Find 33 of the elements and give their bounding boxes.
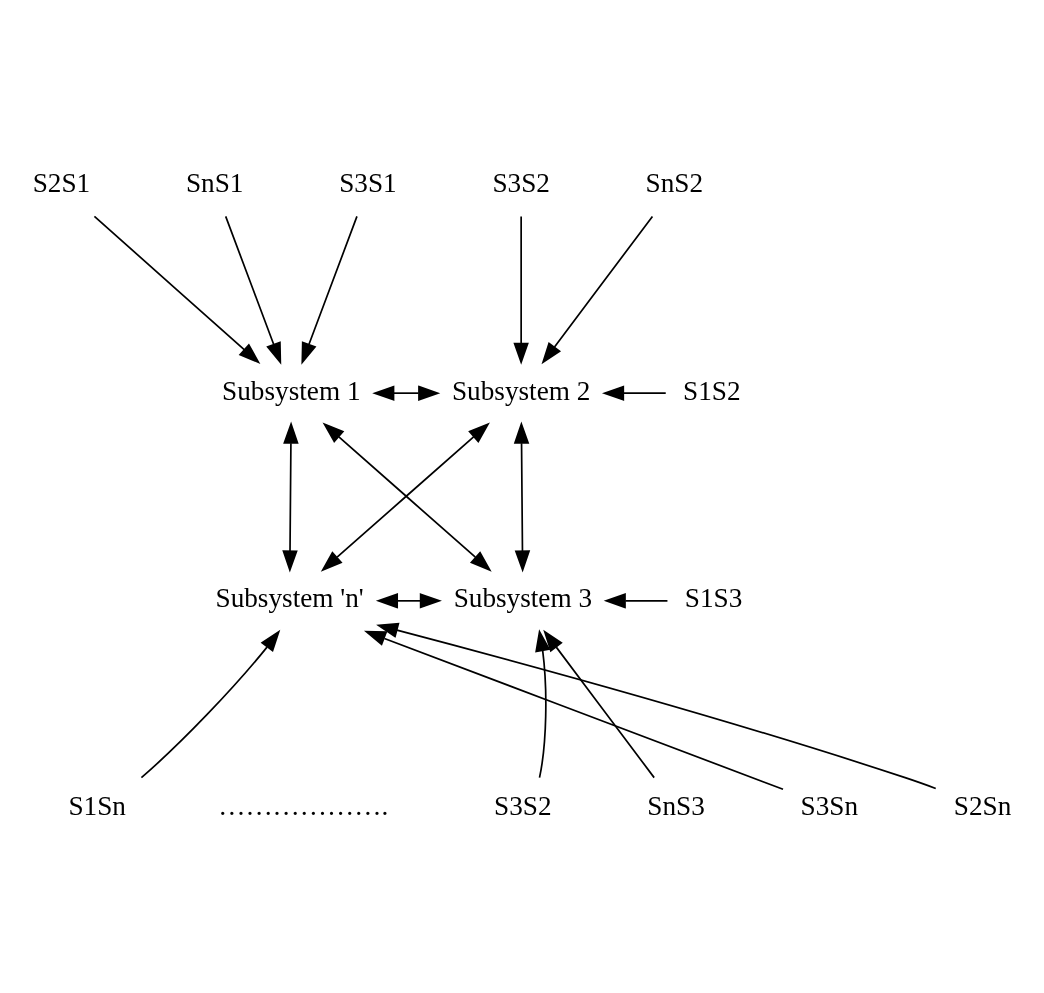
arrow — [224, 215, 282, 365]
arrow — [541, 215, 654, 364]
node-text: SnS3 — [647, 790, 705, 821]
node-text: Subsystem 3 — [453, 582, 593, 613]
arrow — [513, 215, 529, 365]
arrow — [535, 628, 551, 778]
node-text: S3S2 — [492, 167, 550, 198]
node-text: SnS2 — [645, 167, 704, 198]
node-text: S1S3 — [684, 582, 743, 613]
arrow — [513, 421, 531, 572]
arrow — [363, 630, 784, 790]
node-text: Subsystem 'n' — [215, 582, 364, 613]
node-text: S2Sn — [953, 790, 1012, 821]
arrow — [602, 384, 667, 401]
arrow — [301, 215, 358, 365]
arrow — [93, 215, 261, 364]
arrow — [282, 421, 299, 572]
arrow — [376, 622, 937, 789]
node-text: S1S2 — [683, 375, 741, 406]
node-text: S3Sn — [800, 790, 859, 821]
node-text: S2S1 — [32, 167, 91, 198]
label: ………………. — [218, 790, 389, 821]
arrow — [375, 592, 442, 609]
arrow — [372, 384, 441, 401]
node-text: SnS1 — [185, 167, 244, 198]
arrow — [603, 592, 669, 609]
node-text: S1Sn — [68, 790, 126, 821]
node-text: Subsystem 2 — [451, 375, 591, 406]
node-text: S3S2 — [494, 790, 552, 821]
arrow — [543, 629, 655, 778]
node-text: S3S1 — [339, 167, 397, 198]
arrow — [140, 629, 281, 778]
node-text: Subsystem 1 — [222, 375, 361, 406]
